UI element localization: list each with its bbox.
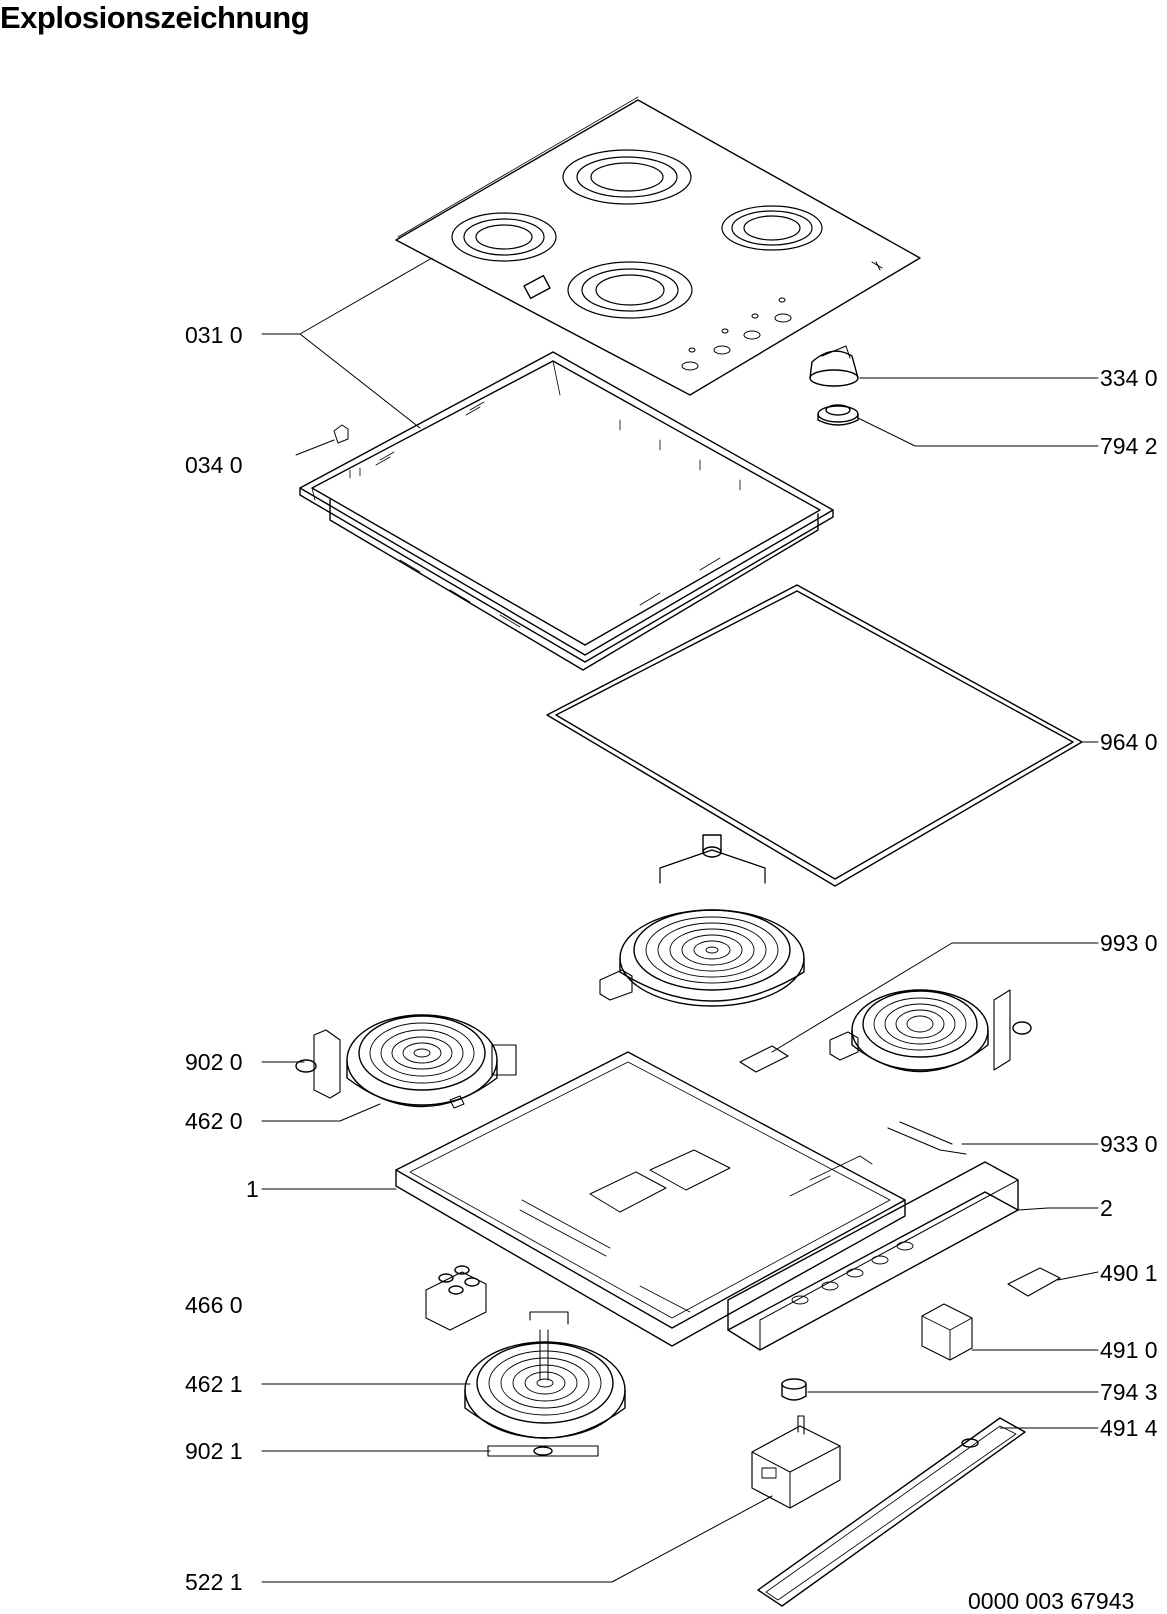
cover-strip (758, 1418, 1025, 1606)
clip-993 (740, 1046, 788, 1072)
label-2: 2 (1100, 1195, 1113, 1221)
label-993-0: 993 0 (1100, 930, 1158, 956)
page-title: Explosionszeichnung (0, 0, 310, 35)
label-964-0: 964 0 (1100, 729, 1158, 755)
label-466-0: 466 0 (185, 1292, 243, 1318)
heating-element-rear (600, 835, 804, 1006)
label-490-1: 490 1 (1100, 1260, 1158, 1286)
sensor-933 (888, 1122, 966, 1154)
base-tray (396, 1052, 905, 1346)
energy-regulator (752, 1416, 840, 1508)
label-491-4: 491 4 (1100, 1415, 1158, 1441)
label-031-0: 031 0 (185, 322, 243, 348)
label-794-3: 794 3 (1100, 1379, 1158, 1405)
heating-element-left (296, 1015, 516, 1108)
label-794-2: 794 2 (1100, 433, 1158, 459)
label-462-1: 462 1 (185, 1371, 243, 1397)
control-module (728, 1162, 1018, 1350)
knob-spacer (818, 405, 858, 425)
label-462-0: 462 0 (185, 1108, 243, 1134)
filter-466 (426, 1266, 486, 1330)
heating-element-right (830, 990, 1031, 1072)
label-902-0: 902 0 (185, 1049, 243, 1075)
leader-lines (262, 258, 1098, 1582)
glass-ceramic-top (396, 97, 920, 395)
terminal-block-491 (922, 1304, 972, 1360)
spacer-794-3 (782, 1379, 806, 1400)
heating-element-front (465, 1312, 625, 1456)
label-1: 1 (246, 1176, 259, 1202)
label-902-1: 902 1 (185, 1438, 243, 1464)
label-522-1: 522 1 (185, 1569, 243, 1595)
cooktop-frame (296, 352, 833, 670)
label-034-0: 034 0 (185, 452, 243, 478)
label-933-0: 933 0 (1100, 1131, 1158, 1157)
control-knob (810, 346, 858, 386)
document-number: 0000 003 67943 (968, 1588, 1135, 1614)
label-491-0: 491 0 (1100, 1337, 1158, 1363)
switch-490 (1008, 1268, 1060, 1296)
label-334-0: 334 0 (1100, 365, 1158, 391)
